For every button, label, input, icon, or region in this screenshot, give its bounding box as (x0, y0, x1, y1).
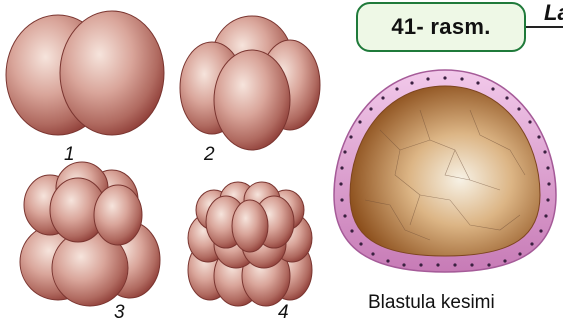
title-rule (526, 26, 563, 28)
stage-3-label: 3 (114, 302, 125, 324)
stage-4-sixteen-cell (188, 182, 312, 306)
stage-1-label: 1 (64, 144, 75, 166)
stage-1-two-cell (6, 11, 164, 135)
figure-title-fragment: La (544, 0, 563, 26)
blastula-cross-section (334, 70, 556, 272)
stage-2-four-cell (180, 16, 320, 150)
stage-4-label: 4 (278, 302, 289, 324)
blastula-caption: Blastula kesimi (368, 292, 495, 314)
figure-number-text: 41- rasm. (391, 14, 490, 40)
stage-2-label: 2 (204, 144, 215, 166)
figure-number-badge: 41- rasm. (356, 2, 526, 52)
stage-3-eight-cell (20, 162, 160, 306)
